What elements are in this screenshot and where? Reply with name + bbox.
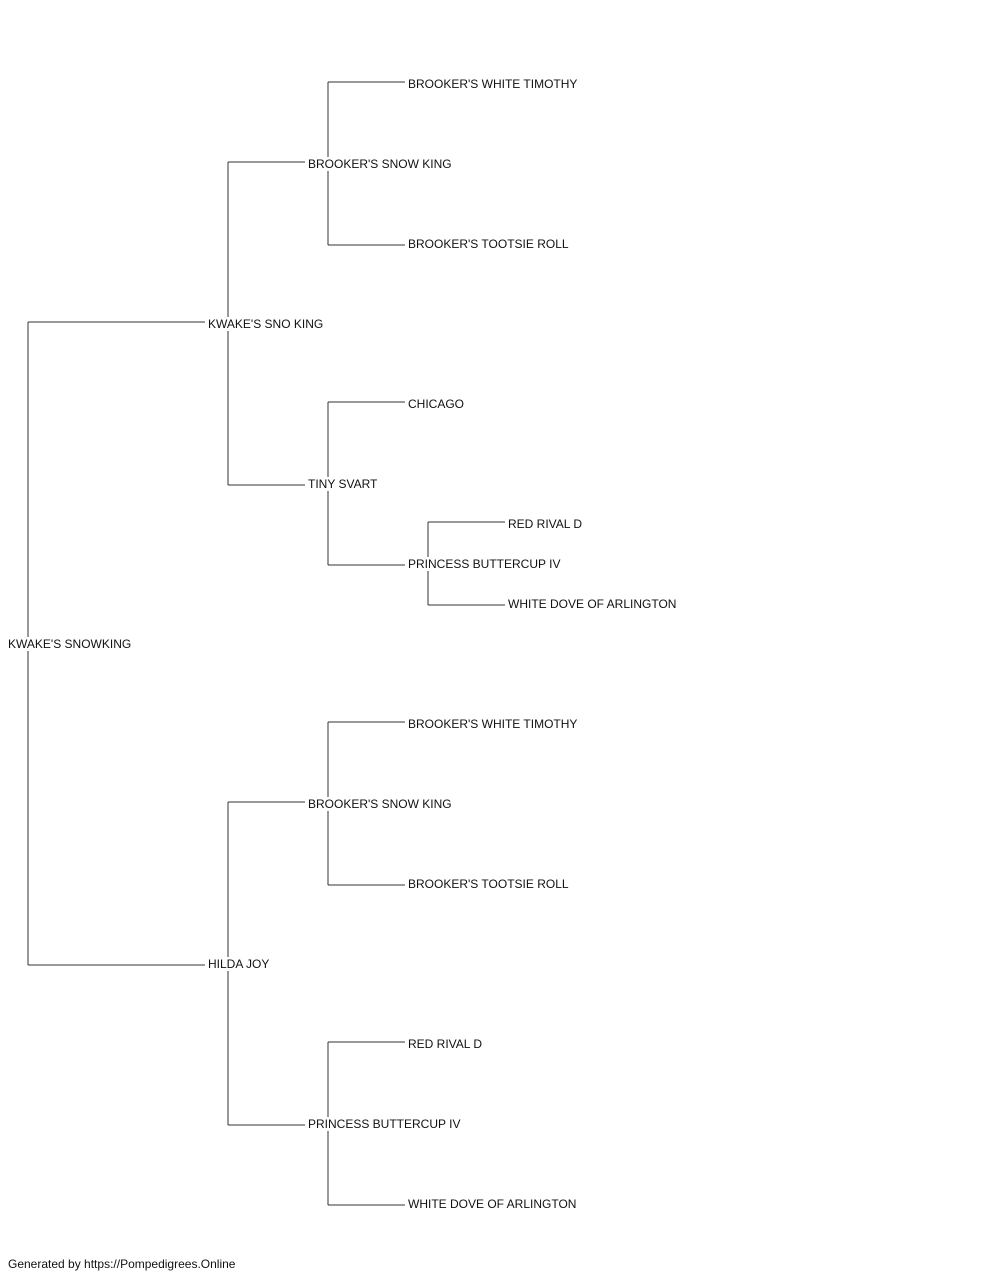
- sire-dam-name: TINY SVART: [307, 477, 379, 491]
- sire-dam-sire-name: CHICAGO: [407, 397, 466, 411]
- generated-by-footer: Generated by https://Pompedigrees.Online: [8, 1257, 236, 1271]
- dam-dam-name: PRINCESS BUTTERCUP IV: [307, 1117, 462, 1131]
- sire-sire-name: BROOKER'S SNOW KING: [307, 157, 453, 171]
- dam-sire-sire-name: BROOKER'S WHITE TIMOTHY: [407, 717, 579, 731]
- dam-name: HILDA JOY: [207, 957, 271, 971]
- sire-sire-sire-name: BROOKER'S WHITE TIMOTHY: [407, 77, 579, 91]
- sire-sire-dam-name: BROOKER'S TOOTSIE ROLL: [407, 237, 570, 251]
- sire-name: KWAKE'S SNO KING: [207, 317, 325, 331]
- subject-name: KWAKE'S SNOWKING: [7, 637, 133, 651]
- dam-sire-name: BROOKER'S SNOW KING: [307, 797, 453, 811]
- dam-dam-dam-name: WHITE DOVE OF ARLINGTON: [407, 1197, 578, 1211]
- dam-sire-dam-name: BROOKER'S TOOTSIE ROLL: [407, 877, 570, 891]
- sire-dam-dam-sire-name: RED RIVAL D: [507, 517, 584, 531]
- sire-dam-dam-name: PRINCESS BUTTERCUP IV: [407, 557, 562, 571]
- dam-dam-sire-name: RED RIVAL D: [407, 1037, 484, 1051]
- sire-dam-dam-dam-name: WHITE DOVE OF ARLINGTON: [507, 597, 678, 611]
